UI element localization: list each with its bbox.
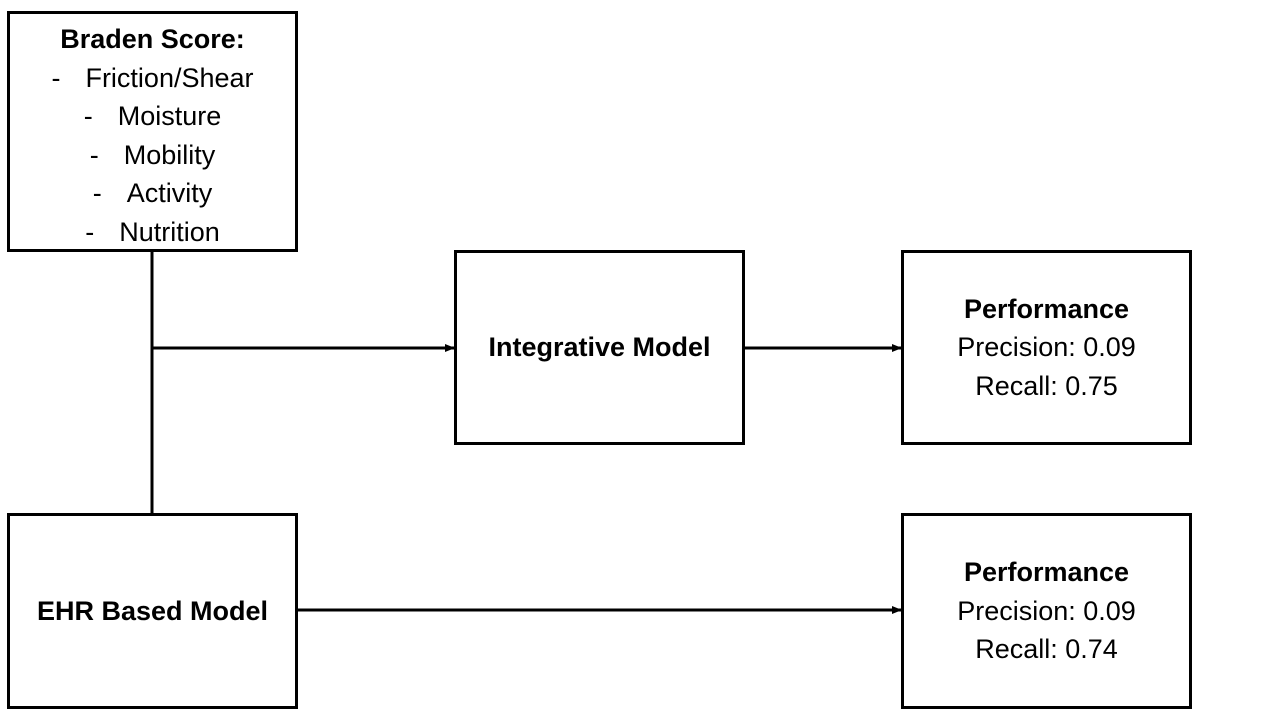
braden-item-moisture: - Moisture	[84, 97, 222, 136]
bullet-dash: -	[51, 62, 61, 93]
braden-item-label: Activity	[126, 178, 213, 208]
braden-item-mobility: - Mobility	[90, 136, 216, 175]
braden-score-box: Braden Score: - Friction/Shear - Moistur…	[7, 11, 298, 252]
precision-value: Precision: 0.09	[957, 595, 1136, 626]
bullet-dash: -	[92, 178, 102, 208]
performance-ehr-box: Performance Precision: 0.09 Recall: 0.74	[901, 513, 1192, 709]
integrative-model-box: Integrative Model	[454, 250, 745, 445]
recall-value: Recall: 0.74	[975, 634, 1118, 665]
performance-title: Performance	[963, 293, 1130, 324]
recall-value: Recall: 0.75	[975, 370, 1118, 401]
bullet-dash: -	[83, 101, 93, 131]
braden-item-activity: - Activity	[93, 174, 213, 213]
braden-item-friction-shear: - Friction/Shear	[51, 59, 253, 98]
performance-integrative-box: Performance Precision: 0.09 Recall: 0.75	[901, 250, 1192, 445]
ehr-based-model-label: EHR Based Model	[36, 595, 269, 626]
bullet-dash: -	[85, 216, 95, 247]
performance-title: Performance	[963, 557, 1130, 588]
integrative-model-label: Integrative Model	[488, 332, 711, 363]
braden-item-nutrition: - Nutrition	[85, 213, 220, 252]
bullet-dash: -	[89, 139, 99, 170]
ehr-based-model-box: EHR Based Model	[7, 513, 298, 709]
braden-item-label: Moisture	[117, 101, 222, 131]
braden-item-label: Mobility	[123, 139, 216, 170]
braden-score-title: Braden Score:	[60, 24, 245, 54]
precision-value: Precision: 0.09	[957, 332, 1136, 363]
braden-item-label: Friction/Shear	[85, 62, 254, 93]
braden-item-label: Nutrition	[119, 216, 220, 247]
